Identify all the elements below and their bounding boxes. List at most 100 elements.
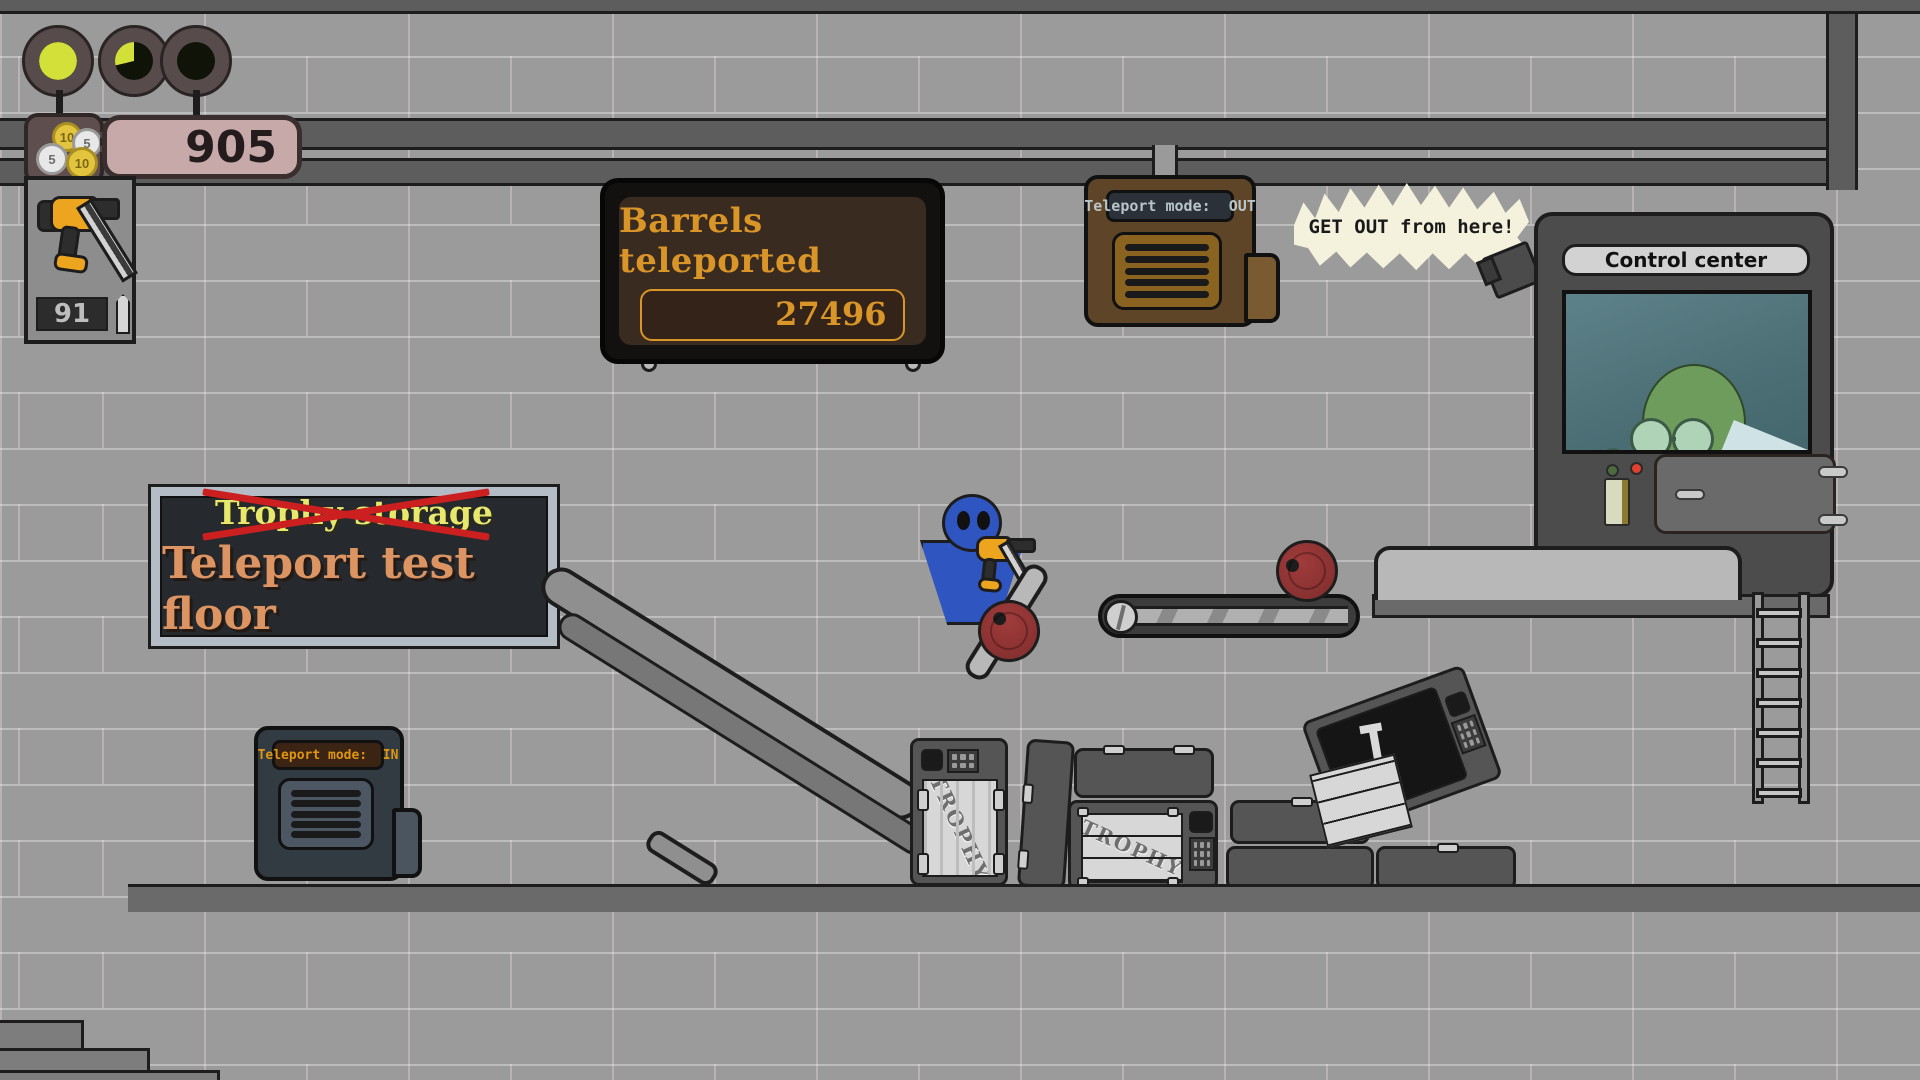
traffic-light-3[interactable] — [160, 25, 232, 97]
crate-lock-panel — [1189, 811, 1213, 833]
grill-bar — [1125, 279, 1209, 287]
player-held-nailgun-icon — [968, 534, 1042, 608]
crate-latch — [1103, 745, 1125, 755]
operator-glasses-bridge — [1670, 437, 1676, 441]
teleporter-in-lens — [392, 808, 422, 878]
traffic-light-stem — [193, 90, 200, 126]
traffic-light-1-lens — [39, 42, 77, 80]
control-center[interactable]: Control center — [1534, 212, 1848, 598]
floor-sign-panel: Trophy storage Teleport test floor — [160, 488, 548, 640]
inventory-slot-nailgun[interactable]: 91 — [24, 176, 138, 344]
conveyor-roller-left — [1104, 600, 1138, 634]
crate-latch — [1167, 807, 1179, 817]
crate-latch — [917, 789, 929, 811]
nailgun-foot — [52, 251, 90, 275]
coin-label: 5 — [83, 135, 91, 151]
player-eye-left — [957, 511, 970, 530]
traffic-light-2-lens — [115, 42, 153, 80]
pipe-ceiling — [0, 0, 1920, 14]
ladder-rung — [1756, 788, 1802, 798]
grill-bar — [291, 800, 361, 808]
conveyor-surface — [1112, 606, 1348, 626]
crate-face: TROPHY — [1081, 813, 1183, 883]
grill-bar — [291, 810, 361, 818]
speech-bubble-text: GET OUT from here! — [1308, 216, 1515, 238]
crate-latch — [1173, 745, 1195, 755]
traffic-light-1[interactable] — [22, 25, 94, 97]
ladder-rung — [1756, 608, 1802, 618]
grill-bar — [291, 820, 361, 828]
cabinet-bolt-bottom — [1818, 514, 1848, 526]
crate-lock-panel — [1443, 690, 1472, 719]
player-eye-right — [977, 511, 990, 530]
nailgun-foot — [977, 576, 1003, 594]
brick-row-offset — [0, 1064, 1920, 1080]
crate-keypad[interactable] — [947, 749, 979, 773]
pipe-vertical-right — [1826, 0, 1858, 190]
traffic-light-2-fill — [115, 42, 134, 66]
teleporter-out-screen: Teleport mode: OUT — [1084, 190, 1256, 222]
crate-upright-1[interactable]: TROPHY — [910, 738, 1008, 886]
pipe-horizontal-upper — [0, 118, 1838, 150]
drawer-handle[interactable] — [1675, 489, 1705, 500]
ladder-rung — [1756, 698, 1802, 708]
main-floor — [128, 884, 1920, 912]
grill-bar — [291, 831, 361, 838]
cabinet-bolt-top — [1818, 466, 1848, 478]
teleporter-in-screen-label: Teleport mode: — [257, 747, 368, 763]
grill-bar — [1125, 267, 1209, 275]
crate-upright-2[interactable]: TROPHY — [1068, 800, 1218, 890]
stair-step-3 — [0, 1070, 220, 1080]
crate-latch — [1021, 783, 1035, 805]
operator-headset-mic — [1602, 448, 1624, 450]
ammo-value: 91 — [53, 299, 91, 329]
barrels-teleported-panel: Barrels teleported 27496 — [619, 197, 926, 345]
crate-side-1[interactable] — [1016, 738, 1076, 890]
traffic-light-3-lens — [177, 42, 215, 80]
teleporter-out-mode: OUT — [1228, 197, 1256, 215]
score-display: 905 — [102, 115, 302, 179]
coin-counter[interactable]: 10 5 5 10 — [24, 113, 104, 185]
crate-keypad[interactable] — [1189, 837, 1215, 871]
crate-latch — [993, 853, 1005, 875]
nailgun-icon — [32, 186, 138, 292]
crate-lock-panel — [921, 749, 943, 771]
teleporter-in-screen: Teleport mode: IN — [258, 740, 398, 770]
score-value: 905 — [185, 121, 277, 173]
barrel-on-belt[interactable] — [1276, 540, 1338, 602]
coin-gold-icon: 10 — [66, 147, 98, 179]
ladder-rung — [1756, 668, 1802, 678]
coin-label: 5 — [48, 151, 56, 167]
crate-lid-1[interactable] — [1074, 745, 1214, 798]
control-center-drawer[interactable] — [1654, 454, 1836, 534]
ladder-rung — [1756, 638, 1802, 648]
teleporter-in[interactable]: Teleport mode: IN — [254, 726, 422, 881]
status-led-green — [1606, 464, 1619, 477]
floor-sign: Trophy storage Teleport test floor — [148, 484, 560, 649]
coin-label: 10 — [59, 129, 75, 145]
coin-label: 10 — [74, 155, 90, 171]
nail-icon — [116, 294, 130, 334]
platform-railing — [1374, 546, 1742, 600]
ladder-rung — [1756, 758, 1802, 768]
grill-bar — [1125, 291, 1209, 298]
teleporter-out[interactable]: Teleport mode: OUT — [1084, 175, 1280, 327]
barrels-teleported-value: 27496 — [640, 289, 905, 341]
brick-row-offset — [0, 952, 1920, 1008]
traffic-light-1-fill — [39, 42, 77, 80]
crate-label: TROPHY — [924, 779, 996, 877]
barrels-teleported-sign: Barrels teleported 27496 — [600, 178, 945, 364]
coin-silver-icon: 5 — [36, 143, 68, 175]
crate-latch — [1077, 807, 1089, 817]
crate-label: TROPHY — [1081, 814, 1183, 882]
grill-bar — [291, 790, 361, 797]
floor-sign-new-label: Teleport test floor — [162, 538, 475, 640]
teleporter-out-screen-label: Teleport mode: — [1084, 197, 1211, 215]
operator-glasses-right — [1672, 418, 1714, 450]
crate-latch — [917, 853, 929, 875]
traffic-light-stem — [56, 90, 63, 126]
barrels-teleported-title: Barrels teleported — [619, 201, 822, 281]
status-led-red — [1630, 462, 1643, 475]
crate-latch — [1017, 849, 1030, 870]
